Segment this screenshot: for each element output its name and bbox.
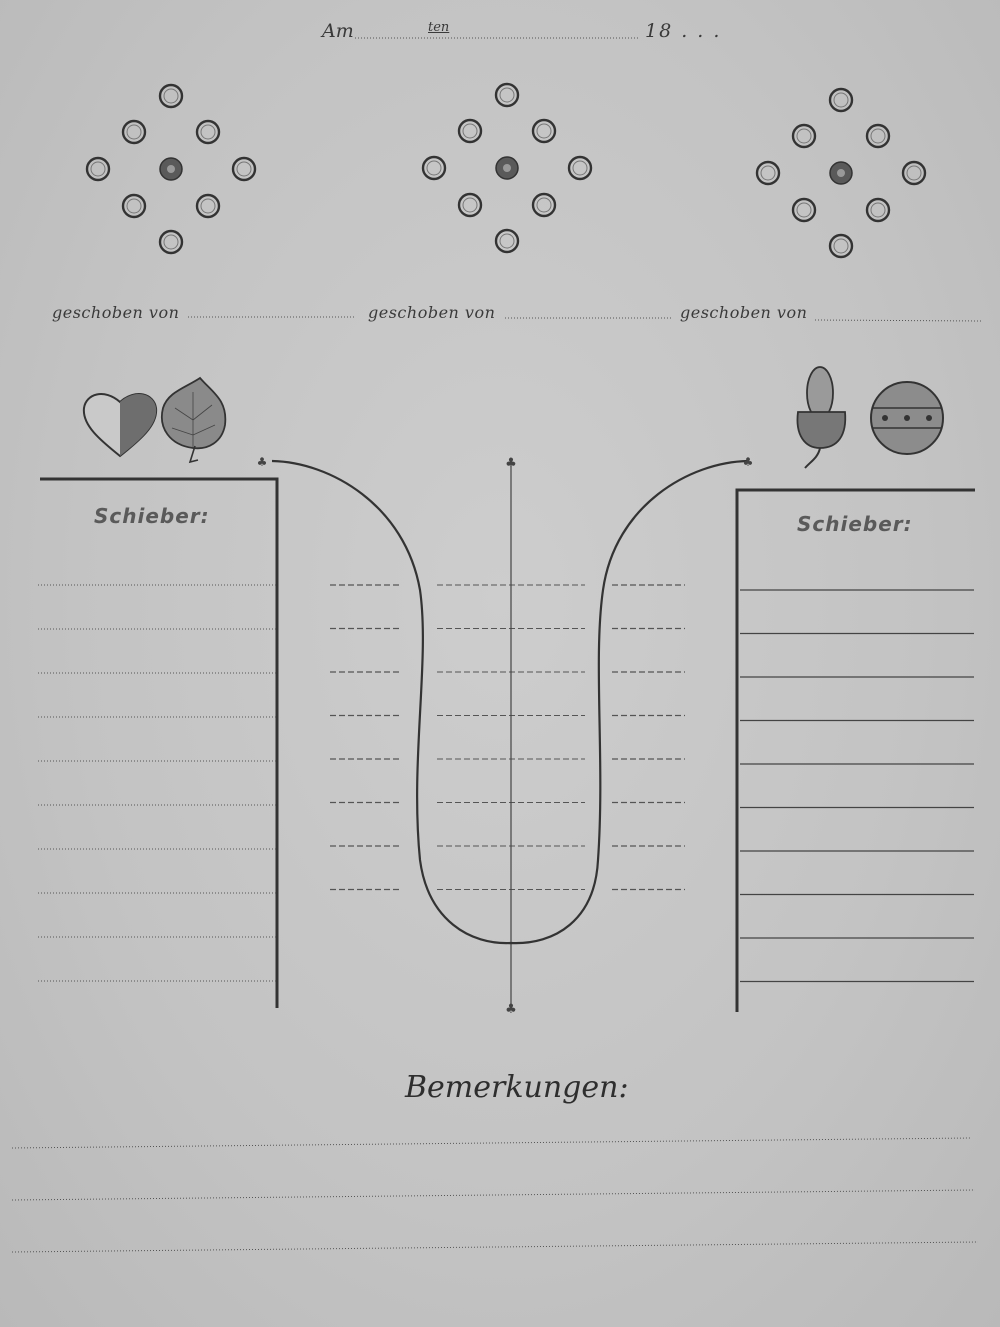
remarks-line-1 [11, 1137, 971, 1149]
pin-diagrams [85, 82, 927, 259]
date-ten-label: ten [428, 20, 450, 35]
remarks-line-3 [11, 1241, 979, 1253]
pin-circle [231, 156, 257, 182]
remarks-line-2 [11, 1189, 976, 1201]
axis-bottom-ornament: ♣ [505, 1002, 517, 1017]
pin-circle [495, 156, 519, 180]
pin-circle [158, 229, 184, 255]
pin-circle [828, 87, 854, 113]
leaf-icon [161, 376, 227, 464]
pin-circle [828, 233, 854, 259]
left-column-frame [40, 477, 279, 1008]
pin-circle [121, 119, 147, 145]
bell-icon [870, 381, 944, 455]
lane-left-ornament: ♣ [257, 455, 268, 469]
pin-circle [531, 118, 557, 144]
pin-circle [829, 161, 853, 185]
pin-circle [158, 83, 184, 109]
left-score-rows [38, 584, 276, 982]
left-player-label: Schieber: [94, 504, 210, 528]
lane-right-ornament: ♣ [743, 455, 754, 469]
pin-circle [494, 228, 520, 254]
pin-circle [567, 155, 593, 181]
pin-circle [421, 155, 447, 181]
pin-circle [195, 193, 221, 219]
pushed-by-line-3 [814, 319, 983, 322]
date-am-label: Am [322, 20, 354, 42]
pin-circle [531, 192, 557, 218]
pin-circle [901, 160, 927, 186]
pin-circle [791, 123, 817, 149]
remarks-label: Bemerkungen: [405, 1070, 629, 1105]
right-column-frame [735, 488, 975, 1012]
pin-circle [494, 82, 520, 108]
lane-curve [271, 459, 749, 945]
pin-circle [457, 118, 483, 144]
pin-circle [457, 192, 483, 218]
pushed-by-label-1: geschoben von [52, 303, 180, 322]
pin-circle [791, 197, 817, 223]
pushed-by-label-3: geschoben von [680, 303, 808, 322]
pushed-by-label-2: geschoben von [368, 303, 496, 322]
axis-top-ornament: ♣ [505, 456, 517, 471]
pin-circle [121, 193, 147, 219]
pin-circle [865, 123, 891, 149]
pin-circle [159, 157, 183, 181]
pin-circle [755, 160, 781, 186]
acorn-icon [796, 366, 847, 469]
date-year-label: 18 . . . [645, 20, 722, 42]
pin-circle [195, 119, 221, 145]
pin-circle [865, 197, 891, 223]
right-score-rows [740, 589, 974, 983]
pin-circle [85, 156, 111, 182]
heart-icon [82, 393, 158, 458]
lane-rows [330, 584, 685, 891]
right-player-label: Schieber: [797, 512, 913, 536]
